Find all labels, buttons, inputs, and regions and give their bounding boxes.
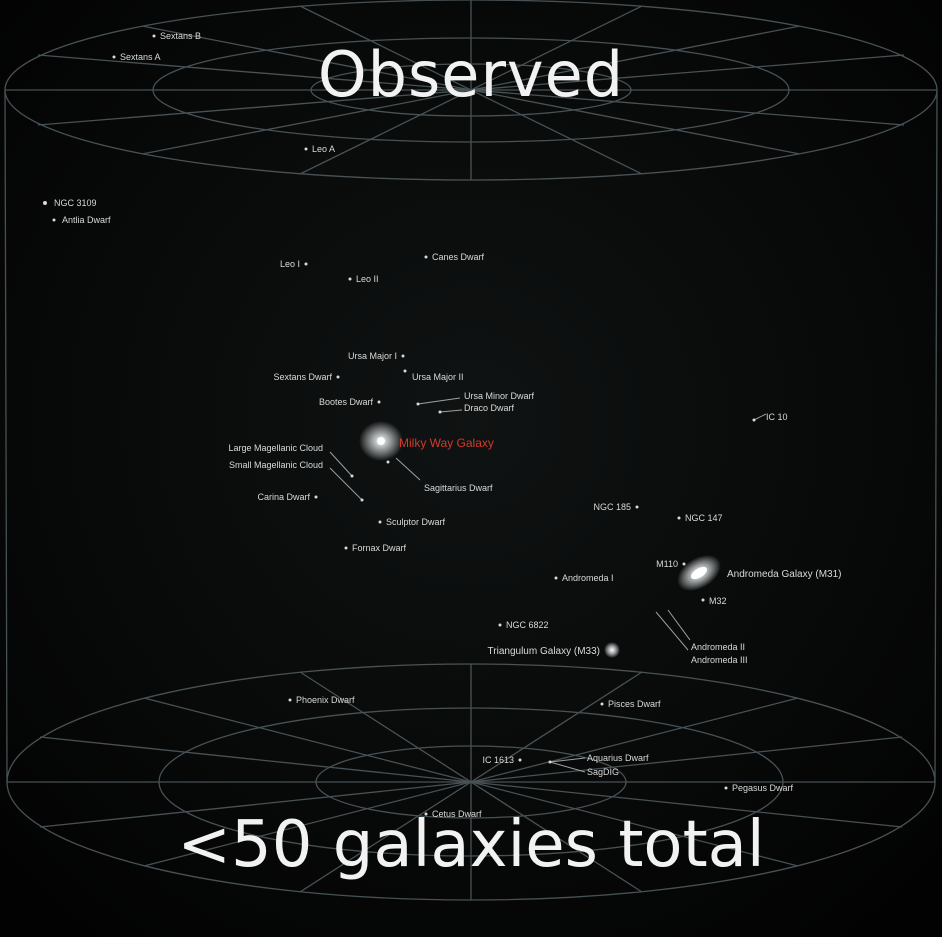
svg-text:NGC 185: NGC 185 [593,502,631,512]
svg-text:IC 10: IC 10 [766,412,788,422]
milky-way-core [377,437,385,445]
svg-text:Antlia Dwarf: Antlia Dwarf [62,215,111,225]
galaxy-draco-dwarf: Draco Dwarf [438,403,515,414]
svg-text:Sculptor Dwarf: Sculptor Dwarf [386,517,446,527]
galaxy-sextans-dwarf: Sextans Dwarf [273,372,340,382]
svg-text:Cetus Dwarf: Cetus Dwarf [432,809,482,819]
galaxy-m32: M32 [701,596,727,606]
svg-text:Milky Way Galaxy: Milky Way Galaxy [399,436,494,450]
svg-text:Sextans A: Sextans A [120,52,161,62]
galaxy-antlia-dwarf: Antlia Dwarf [52,215,111,225]
svg-text:IC 1613: IC 1613 [482,755,514,765]
svg-text:Andromeda III: Andromeda III [691,655,748,665]
svg-text:SagDIG: SagDIG [587,767,619,777]
svg-text:Bootes Dwarf: Bootes Dwarf [319,397,374,407]
svg-text:NGC 147: NGC 147 [685,513,723,523]
svg-text:Leo I: Leo I [280,259,300,269]
triangulum-glow [604,642,620,658]
galaxy-phoenix-dwarf: Phoenix Dwarf [288,695,355,705]
galaxy-ngc-6822: NGC 6822 [498,620,549,630]
galaxy-sextans-a: Sextans A [112,52,161,62]
galaxy-aquarius-dwarf: Aquarius Dwarf [548,753,649,764]
galaxy-labels: Sextans B Sextans A Leo A NGC 3109 Antli… [43,31,842,819]
svg-text:NGC 3109: NGC 3109 [54,198,97,208]
galaxy-smc: Small Magellanic Cloud [229,460,364,502]
galaxy-cetus-dwarf: Cetus Dwarf [424,809,482,819]
galaxy-andromeda-galaxy: Andromeda Galaxy (M31) [727,569,842,580]
svg-text:Fornax Dwarf: Fornax Dwarf [352,543,407,553]
svg-text:Pegasus Dwarf: Pegasus Dwarf [732,783,794,793]
svg-text:M110: M110 [656,559,678,569]
svg-text:Andromeda II: Andromeda II [691,642,745,652]
svg-text:Leo II: Leo II [356,274,379,284]
svg-text:Sextans B: Sextans B [160,31,201,41]
pointer-lines [329,397,767,773]
svg-text:Draco Dwarf: Draco Dwarf [464,403,515,413]
svg-text:Sagittarius Dwarf: Sagittarius Dwarf [424,483,493,493]
galaxy-ic-1613: IC 1613 [482,755,522,765]
galaxy-ic-10: IC 10 [752,412,788,422]
galaxy-andromeda-iii: Andromeda III [691,655,748,665]
svg-text:Phoenix Dwarf: Phoenix Dwarf [296,695,355,705]
galaxy-leo-ii: Leo II [348,274,379,284]
svg-text:Ursa Major II: Ursa Major II [412,372,464,382]
galaxy-ursa-minor-dwarf: Ursa Minor Dwarf [416,391,535,406]
galaxy-ursa-major-ii: Ursa Major II [403,369,464,382]
galaxy-leo-i: Leo I [280,259,308,269]
svg-text:Aquarius Dwarf: Aquarius Dwarf [587,753,649,763]
svg-text:Ursa Minor Dwarf: Ursa Minor Dwarf [464,391,535,401]
svg-text:Sextans Dwarf: Sextans Dwarf [273,372,332,382]
galaxy-carina-dwarf: Carina Dwarf [257,492,318,502]
galaxy-milky-way: Milky Way Galaxy [399,436,494,450]
galaxy-m110: M110 [656,559,686,569]
svg-text:Carina Dwarf: Carina Dwarf [257,492,310,502]
galaxy-ngc-147: NGC 147 [677,513,723,523]
galaxy-sagdig: SagDIG [587,767,619,777]
galaxy-ngc-185: NGC 185 [593,502,639,512]
svg-text:Pisces Dwarf: Pisces Dwarf [608,699,661,709]
galaxy-pegasus-dwarf: Pegasus Dwarf [724,783,794,793]
svg-text:Small Magellanic Cloud: Small Magellanic Cloud [229,460,323,470]
galaxy-bootes-dwarf: Bootes Dwarf [319,397,381,407]
galaxy-count-caption: <50 galaxies total [177,808,765,882]
svg-text:Ursa Major I: Ursa Major I [348,351,397,361]
svg-text:Large Magellanic Cloud: Large Magellanic Cloud [228,443,323,453]
svg-text:Leo A: Leo A [312,144,335,154]
galaxy-sagittarius-dwarf: Sagittarius Dwarf [386,460,493,493]
title: Observed [317,38,625,111]
galaxy-pisces-dwarf: Pisces Dwarf [600,699,661,709]
svg-text:Andromeda Galaxy (M31): Andromeda Galaxy (M31) [727,569,842,580]
galaxy-sculptor-dwarf: Sculptor Dwarf [378,517,446,527]
galaxy-ngc-3109: NGC 3109 [43,198,97,208]
svg-text:M32: M32 [709,596,727,606]
galaxy-leo-a: Leo A [304,144,335,154]
galaxy-canes-dwarf: Canes Dwarf [424,252,485,262]
andromeda-core [691,566,707,580]
galaxy-andromeda-ii: Andromeda II [691,642,745,652]
cylinder-grid [4,0,938,901]
galaxy-ursa-major-i: Ursa Major I [348,351,405,361]
galaxy-triangulum: Triangulum Galaxy (M33) [488,646,600,657]
galaxy-andromeda-i: Andromeda I [554,573,614,583]
svg-text:NGC 6822: NGC 6822 [506,620,549,630]
svg-text:Triangulum Galaxy (M33): Triangulum Galaxy (M33) [488,646,600,657]
galaxy-sextans-b: Sextans B [152,31,201,41]
svg-text:Canes Dwarf: Canes Dwarf [432,252,485,262]
galaxy-lmc: Large Magellanic Cloud [228,443,354,478]
galaxy-fornax-dwarf: Fornax Dwarf [344,543,407,553]
svg-text:Andromeda I: Andromeda I [562,573,614,583]
